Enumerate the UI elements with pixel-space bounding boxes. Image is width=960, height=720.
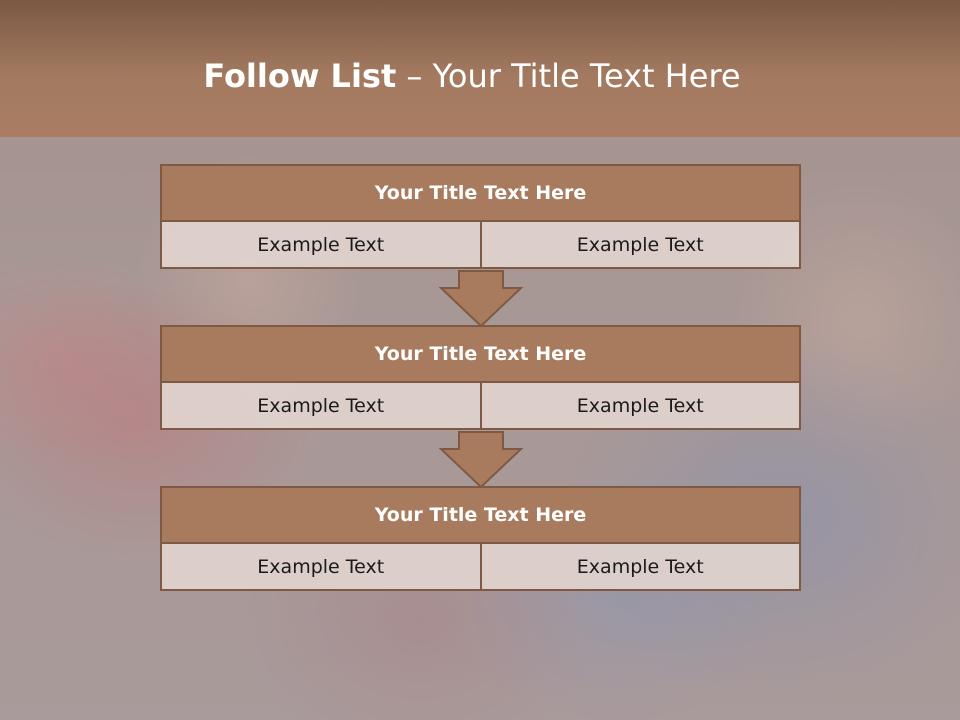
block-title: Your Title Text Here bbox=[160, 164, 801, 222]
list-block-2: Your Title Text Here Example Text Exampl… bbox=[160, 325, 801, 430]
block-cell-right: Example Text bbox=[481, 542, 801, 591]
slide-title: Follow List – Your Title Text Here bbox=[0, 54, 944, 98]
down-arrow-icon bbox=[438, 270, 524, 328]
block-cell-left: Example Text bbox=[160, 381, 482, 430]
slide-title-rest: – Your Title Text Here bbox=[406, 57, 741, 95]
block-cell-right: Example Text bbox=[481, 381, 801, 430]
block-row: Example Text Example Text bbox=[160, 381, 801, 430]
down-arrow-icon bbox=[438, 431, 524, 489]
list-block-3: Your Title Text Here Example Text Exampl… bbox=[160, 486, 801, 591]
slide-title-bold: Follow List bbox=[203, 57, 397, 95]
block-title: Your Title Text Here bbox=[160, 325, 801, 383]
list-block-1: Your Title Text Here Example Text Exampl… bbox=[160, 164, 801, 269]
block-cell-right: Example Text bbox=[481, 220, 801, 269]
block-cell-left: Example Text bbox=[160, 220, 482, 269]
block-title: Your Title Text Here bbox=[160, 486, 801, 544]
block-cell-left: Example Text bbox=[160, 542, 482, 591]
block-row: Example Text Example Text bbox=[160, 220, 801, 269]
block-row: Example Text Example Text bbox=[160, 542, 801, 591]
title-bar bbox=[0, 0, 960, 137]
